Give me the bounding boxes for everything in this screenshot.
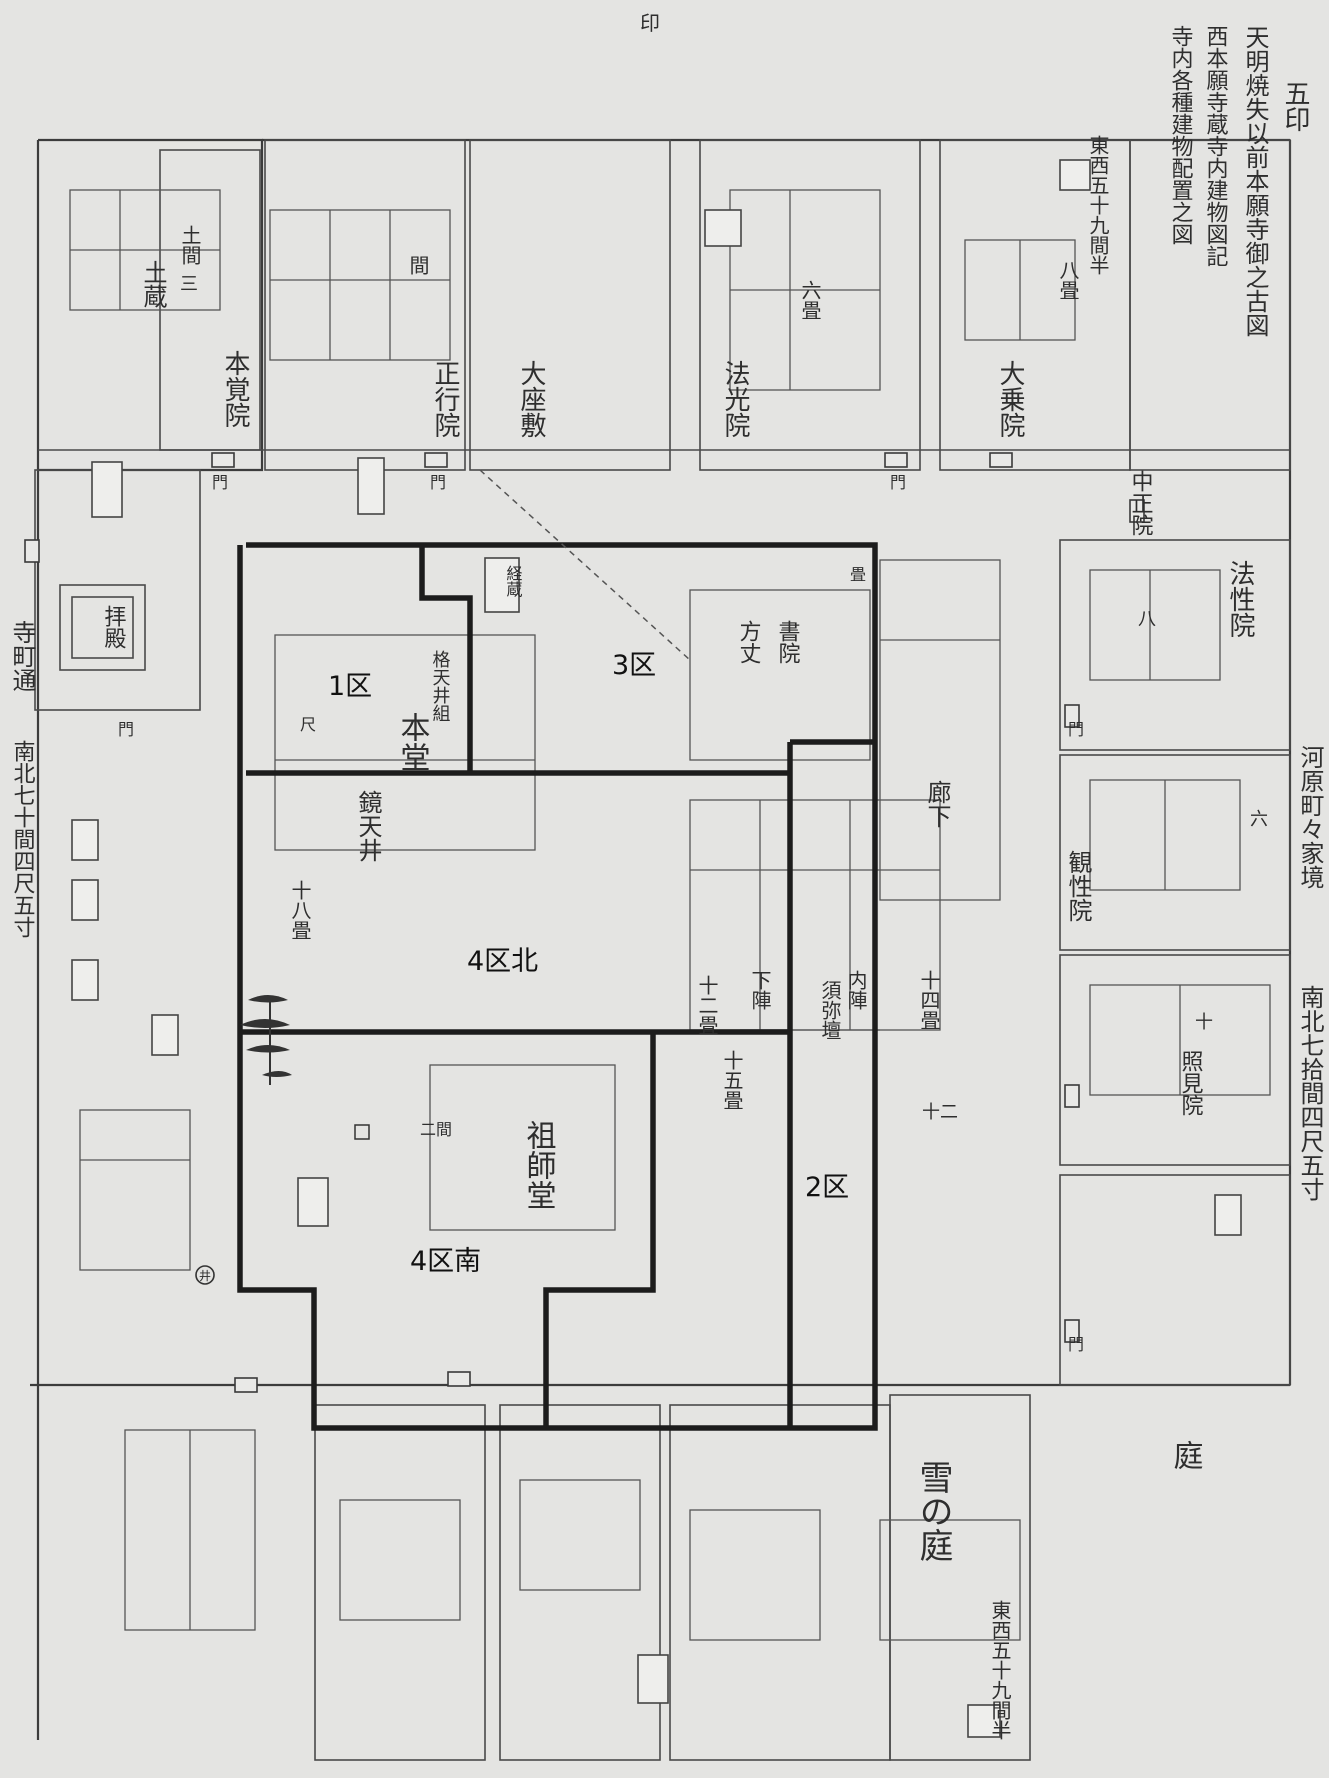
building-niwa: 庭 bbox=[1168, 1440, 1203, 1470]
gate-mark-1: 門 bbox=[212, 473, 228, 492]
temple-hongaku-in: 本覚院 bbox=[220, 350, 250, 428]
room-tenjo-gumi: 格天井組 bbox=[430, 650, 451, 722]
six-mark: 六 bbox=[1250, 809, 1268, 830]
street-left: 寺町通 bbox=[8, 620, 36, 692]
north-compounds bbox=[38, 139, 1291, 471]
main-hall-structures bbox=[274, 559, 1001, 1231]
room-ge-jin: 下陣 bbox=[748, 970, 772, 1010]
building-shoin: 書院 bbox=[775, 620, 800, 664]
well-icon bbox=[195, 1265, 215, 1285]
zone-4-north-label: 4区北 bbox=[467, 946, 538, 977]
building-hojo: 方丈 bbox=[736, 620, 761, 664]
east-compounds bbox=[1059, 539, 1291, 1386]
dozo-box-s bbox=[637, 1654, 669, 1704]
top-stamp: 印 bbox=[640, 11, 660, 35]
kyozo-box bbox=[484, 557, 520, 613]
room-hachi-jo: 八畳 bbox=[1056, 260, 1080, 300]
zone-outlines bbox=[237, 542, 878, 1431]
room-roku-jo: 六畳 bbox=[798, 280, 822, 320]
room-nai-jin: 内陣 bbox=[844, 970, 868, 1010]
building-yuki-no-niwa: 雪の庭 bbox=[913, 1460, 953, 1562]
well-mark: 井 bbox=[199, 1269, 211, 1283]
building-kyozo: 経蔵 bbox=[504, 565, 523, 597]
gate-mark-3: 門 bbox=[890, 473, 906, 492]
caption-line-3: 寺内各種建物配置之図 bbox=[1168, 25, 1194, 245]
caption-line-1: 天明焼失以前本願寺御之古図 bbox=[1241, 25, 1269, 337]
top-dimension: 東西五十九間半 bbox=[1086, 135, 1110, 275]
temple-shogyo-in: 正行院 bbox=[430, 360, 460, 438]
survey-line bbox=[479, 469, 691, 661]
temple-hosho-in: 法性院 bbox=[1225, 560, 1255, 638]
temple-kansho-in: 観性院 bbox=[1064, 850, 1092, 922]
temple-chugai-in: 中正院 bbox=[1128, 470, 1153, 536]
building-hondo: 本堂 bbox=[395, 712, 430, 772]
zone-1-label: 1区 bbox=[328, 671, 372, 702]
room-juhachi-jo: 十八畳 bbox=[288, 880, 312, 940]
room-short-mark: 畳 bbox=[850, 565, 866, 584]
stamp-box bbox=[357, 457, 385, 515]
building-haiden: 拝殿 bbox=[101, 605, 127, 649]
kyozo-box-south bbox=[297, 1177, 329, 1227]
room-juni-jo: 十二畳 bbox=[695, 975, 719, 1035]
gate-mark-4: 門 bbox=[1068, 720, 1084, 739]
caption-line-2: 西本願寺蔵寺内建物図記 bbox=[1203, 25, 1229, 267]
pine-tree-icon bbox=[240, 995, 292, 1085]
room-juyon-jo: 十四畳 bbox=[917, 970, 941, 1030]
pillar-icon bbox=[354, 1124, 370, 1140]
room-ken: 間 bbox=[406, 255, 430, 275]
gate-mark-2: 門 bbox=[430, 473, 446, 492]
title-top-right: 五印 bbox=[1280, 80, 1310, 132]
zone-2-label: 2区 bbox=[805, 1172, 849, 1203]
west-shrine-compound bbox=[34, 461, 201, 1271]
room-jugo-jo: 十五畳 bbox=[720, 1050, 744, 1110]
gates[interactable] bbox=[24, 452, 1145, 1393]
two-ken-pill-mark: 二間 bbox=[420, 1120, 452, 1139]
temple-taijo-in: 大乗院 bbox=[995, 360, 1025, 438]
zone-4-south-label: 4区南 bbox=[410, 1246, 481, 1277]
street-bottom-right: 東西五十九間半 bbox=[988, 1600, 1012, 1740]
dozo-box-se bbox=[967, 1704, 1001, 1738]
temple-hoko-in: 法光院 bbox=[720, 360, 750, 438]
temple-shoken-in: 照見院 bbox=[1178, 1050, 1204, 1116]
zone-3-label: 3区 bbox=[612, 650, 656, 681]
building-ozashiki: 大座敷 bbox=[516, 360, 546, 438]
three-mark: 三 bbox=[180, 274, 198, 295]
building-rouka: 廊下 bbox=[923, 780, 951, 828]
dozo-box-ne bbox=[1059, 159, 1091, 191]
building-soshi-do: 祖師堂 bbox=[521, 1120, 557, 1210]
eight-mark: 八 bbox=[1138, 609, 1156, 630]
south-compounds bbox=[124, 1394, 1031, 1761]
room-do-ma: 土間 bbox=[178, 225, 202, 265]
ten-mark: 十 bbox=[1195, 1012, 1213, 1033]
gate-mark-6: 門 bbox=[118, 720, 134, 739]
gate-mark-5: 門 bbox=[1068, 1335, 1084, 1354]
dimension-right: 南北七拾間四尺五寸 bbox=[1296, 985, 1324, 1201]
dimension-left: 南北七十間四尺五寸 bbox=[10, 740, 36, 938]
building-shumidan: 須弥壇 bbox=[818, 980, 842, 1040]
shaku-mark: 尺 bbox=[300, 715, 316, 734]
dozo-box-n bbox=[704, 209, 742, 247]
building-dozo: 土蔵 bbox=[139, 260, 167, 308]
room-kagami-tenjo: 鏡天井 bbox=[354, 790, 382, 862]
street-right: 河原町々家境 bbox=[1296, 745, 1324, 889]
twelve-mark: 十二 bbox=[922, 1102, 958, 1123]
